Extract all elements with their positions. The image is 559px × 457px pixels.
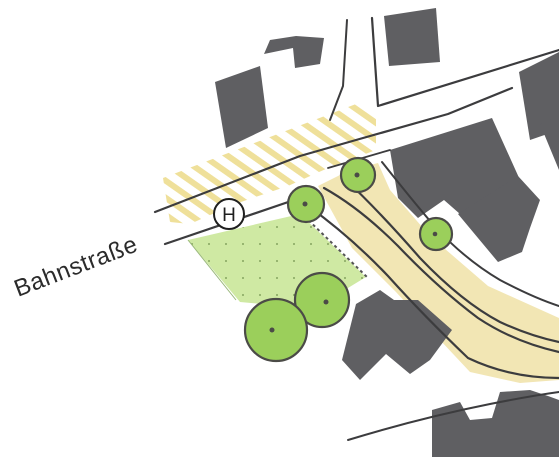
road-line (370, 16, 559, 108)
building (384, 8, 440, 66)
tree-icon (293, 271, 351, 329)
building (390, 118, 520, 218)
road-line (381, 161, 559, 307)
park-edge-left (187, 239, 237, 301)
building (264, 36, 324, 68)
road-line (342, 176, 559, 344)
building (432, 390, 559, 457)
building (540, 116, 559, 170)
building (215, 66, 268, 148)
building (519, 52, 559, 140)
main-road-surface (318, 163, 559, 383)
tree-icon (243, 297, 309, 363)
tree-icon (418, 216, 454, 252)
road-line (153, 86, 514, 214)
road-lines (153, 16, 559, 441)
road-line (306, 204, 559, 380)
tree-icon (339, 156, 377, 194)
bus-stop-icon: H (213, 198, 245, 230)
park-dashed-edge (299, 211, 369, 279)
road-line (329, 19, 348, 121)
tree-icon (286, 184, 326, 224)
road-line (322, 186, 559, 354)
trees (243, 156, 454, 363)
hatched-plaza-area (163, 104, 376, 224)
buildings (215, 8, 559, 457)
building (342, 290, 452, 380)
building (458, 176, 540, 262)
bus-stop-letter: H (222, 205, 236, 226)
road-line (347, 391, 559, 441)
